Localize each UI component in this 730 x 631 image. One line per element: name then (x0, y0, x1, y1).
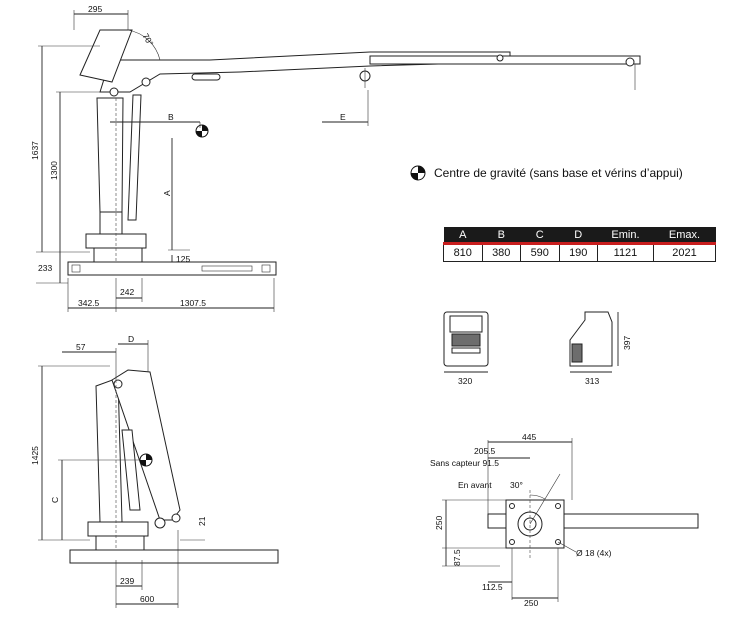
center-of-gravity-icon (195, 124, 209, 138)
dim-box-side-width: 313 (585, 376, 599, 386)
cell-c: 590 (520, 243, 560, 262)
dim-left-offset: 112.5 (482, 582, 503, 592)
dim-hole: Ø 18 (4x) (576, 548, 612, 558)
cell-d: 190 (558, 243, 598, 262)
column-base (93, 247, 143, 263)
dim-e-label: E (340, 112, 346, 122)
center-of-gravity-icon (410, 165, 426, 181)
dim-b-label: B (168, 112, 174, 122)
dim-pivot-height: 1300 (49, 161, 59, 180)
dim-folded-small: 21 (197, 516, 207, 526)
cell-b: 380 (481, 243, 521, 262)
dim-top-width: 295 (88, 4, 102, 14)
side-view: 295 70° 1637 1300 233 B A E 125 242 342.… (30, 4, 641, 312)
folded-view: 57 D 1425 C 21 239 600 (30, 334, 279, 608)
dim-d-label: D (128, 334, 134, 344)
control-box-front: 320 (443, 311, 489, 386)
dim-top-width-445: 445 (522, 432, 536, 442)
dim-right-length: 1307.5 (180, 298, 206, 308)
col-a-header: A (443, 227, 482, 245)
table-row: 810 380 590 190 1121 2021 (443, 243, 717, 262)
cell-a: 810 (443, 243, 483, 262)
dim-folded-reach: 600 (140, 594, 154, 604)
dim-sensor-note: Sans capteur 91.5 (430, 458, 499, 468)
dim-a-label: A (162, 190, 172, 196)
dim-bottom-width: 250 (524, 598, 538, 608)
col-b-header: B (482, 227, 521, 245)
cog-legend: Centre de gravité (sans base et vérins d… (410, 165, 683, 181)
folded-column (95, 377, 123, 523)
top-view: 445 205.5 Sans capteur 91.5 En avant 30°… (430, 432, 699, 608)
spec-table: A B C D Emin. Emax. 810 380 590 190 1121… (443, 227, 717, 262)
dim-sensor: 205.5 (474, 446, 496, 456)
lift-cylinder (127, 94, 142, 221)
dim-box-height: 397 (622, 336, 632, 350)
boom-control-box (79, 29, 133, 83)
col-emin-header: Emin. (597, 227, 654, 245)
folded-base-rail (69, 549, 279, 564)
cog-legend-label: Centre de gravité (sans base et vérins d… (434, 166, 683, 180)
dim-folded-height: 1425 (30, 446, 40, 465)
dim-column-offset: 242 (120, 287, 134, 297)
base-rail (67, 261, 277, 276)
dim-left-length: 342.5 (78, 298, 100, 308)
folded-boom (111, 369, 181, 521)
label-forward: En avant (458, 480, 492, 490)
dim-folded-col: 239 (120, 576, 134, 586)
boom-extension (369, 55, 641, 65)
dim-base-height: 233 (38, 263, 52, 273)
dim-low-height: 125 (176, 254, 190, 264)
folded-center-of-gravity-icon (139, 453, 153, 467)
dim-box-front-width: 320 (458, 376, 472, 386)
col-emax-header: Emax. (653, 227, 716, 245)
dim-c-label: C (50, 497, 60, 503)
cell-emin: 1121 (597, 243, 654, 262)
col-d-header: D (559, 227, 598, 245)
dim-top-left-height: 250 (434, 516, 444, 530)
col-c-header: C (520, 227, 559, 245)
dim-angle-30: 30° (510, 480, 523, 490)
spec-table-header: A B C D Emin. Emax. (443, 227, 716, 245)
cell-emax: 2021 (652, 243, 717, 262)
dim-folded-offset: 57 (76, 342, 86, 352)
dim-top-bottom-height: 87.5 (452, 549, 462, 566)
column (96, 97, 124, 213)
dim-total-height: 1637 (30, 141, 40, 160)
control-box-side: 313 397 (569, 311, 632, 386)
